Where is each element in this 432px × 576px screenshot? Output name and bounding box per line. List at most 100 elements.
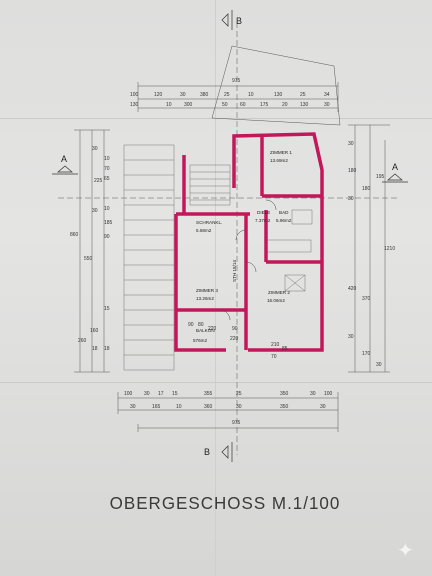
- room-area: 13.26m2: [196, 296, 214, 301]
- dim-top: 130: [130, 102, 139, 108]
- room-area: 7.37m2: [255, 218, 271, 223]
- dim-top: 50: [222, 102, 228, 108]
- room-area: 5.96m2: [276, 218, 292, 223]
- dim-left: 15: [104, 306, 110, 312]
- roof-hatch: [123, 144, 313, 371]
- dim-bottom: 30: [310, 391, 316, 397]
- room-area: 13.69m2: [270, 158, 288, 163]
- room-area: 5.68m2: [196, 228, 212, 233]
- room-name: BAD: [279, 210, 289, 215]
- dim-left: 10: [104, 156, 110, 162]
- room-name: ZIMMER 1: [270, 150, 292, 155]
- dim-top: 34: [324, 92, 330, 98]
- dim-top: 100: [130, 92, 139, 98]
- dim-left: 30: [92, 146, 98, 152]
- sparkle-icon: ✦: [397, 540, 414, 562]
- dim-door: 220: [208, 326, 217, 332]
- dim-left: 185: [104, 220, 113, 226]
- dim-left: 70: [104, 166, 110, 172]
- dim-top: 380: [200, 92, 209, 98]
- room-name: BALKON: [196, 328, 215, 333]
- dim-right: 30: [348, 334, 354, 340]
- dim-bottom: 17: [158, 391, 164, 397]
- dim-left: 860: [70, 232, 79, 238]
- dim-bottom: 355: [204, 391, 213, 397]
- dim-door: 90: [188, 322, 194, 328]
- dim-bottom: 30: [130, 404, 136, 410]
- dim-right: 420: [348, 286, 357, 292]
- door-swings: [219, 199, 277, 321]
- dim-top: 20: [282, 102, 288, 108]
- dim-bottom-overall: 975: [232, 420, 241, 426]
- dim-right: 30: [348, 196, 354, 202]
- section-marker-a-left: A: [61, 154, 67, 164]
- paper-crease: [215, 0, 216, 576]
- dim-left: 160: [90, 328, 99, 334]
- bottom-dimensions: 100 30 17 15 355 25 350 30 100 30 165 10…: [124, 391, 333, 426]
- dim-bottom: 100: [124, 391, 133, 397]
- dim-top: 130: [274, 92, 283, 98]
- dim-bottom: 350: [280, 391, 289, 397]
- dim-right: 30: [348, 141, 354, 147]
- dim-right: 170: [362, 351, 371, 357]
- dim-right: 1210: [384, 246, 395, 252]
- dim-top: 25: [300, 92, 306, 98]
- walls: [174, 132, 324, 352]
- dim-top: 175: [260, 102, 269, 108]
- dim-top: 25: [224, 92, 230, 98]
- dim-left: 260: [78, 338, 87, 344]
- dim-top-overall: 975: [232, 78, 241, 84]
- dim-door: 210: [271, 342, 280, 348]
- section-markers: A A B B: [52, 10, 408, 462]
- dim-left: 550: [84, 256, 93, 262]
- dim-left: 65: [104, 176, 110, 182]
- right-dimensions: 30 180 180 195 30 1210 420 370 30 170 30: [348, 141, 395, 368]
- dim-door: 85: [282, 346, 288, 352]
- dim-top: 120: [154, 92, 163, 98]
- dim-top: 130: [300, 102, 309, 108]
- room-area: 576m2: [193, 338, 207, 343]
- door-dimensions: 90 220 80 220 90 85 70 210: [188, 322, 288, 360]
- dim-left: 18: [92, 346, 98, 352]
- dim-right: 180: [348, 168, 357, 174]
- top-dimensions: 975 100 120 30 380 25 10 130 25 34 130 1…: [130, 78, 330, 108]
- dim-left: 225: [94, 178, 103, 184]
- section-marker-b-top: B: [236, 16, 242, 26]
- dim-left: 18: [104, 346, 110, 352]
- dim-bottom: 30: [236, 404, 242, 410]
- paper-crease: [0, 118, 432, 119]
- dim-left: 90: [104, 234, 110, 240]
- paper-crease: [0, 382, 432, 383]
- dim-top: 10: [166, 102, 172, 108]
- dim-bottom: 360: [204, 404, 213, 410]
- dim-door: 90: [232, 326, 238, 332]
- section-marker-b-bottom: B: [204, 447, 210, 457]
- room-labels: ZIMMER 1 13.69m2 DIELE 7.37m2 BAD 5.96m2…: [193, 150, 292, 343]
- dim-top: 30: [180, 92, 186, 98]
- room-name: ZIMMER 3: [196, 288, 218, 293]
- room-area: 16.06m2: [267, 298, 285, 303]
- dim-left: 10: [104, 206, 110, 212]
- section-marker-a-right: A: [392, 162, 398, 172]
- dim-top: 300: [184, 102, 193, 108]
- dim-bottom: 30: [144, 391, 150, 397]
- dim-right: 370: [362, 296, 371, 302]
- dim-right: 195: [376, 174, 385, 180]
- dim-bottom: 25: [236, 391, 242, 397]
- dim-right: 30: [376, 362, 382, 368]
- dim-bottom: 100: [324, 391, 333, 397]
- dim-bottom: 15: [172, 391, 178, 397]
- room-name: SCHRANKL.: [196, 220, 222, 225]
- dim-right: 180: [362, 186, 371, 192]
- dimension-lines: [58, 22, 400, 455]
- left-dimensions: 30 225 10 70 65 10 185 90 30 860 550 260…: [70, 146, 113, 352]
- dim-bottom: 30: [320, 404, 326, 410]
- dim-bottom: 10: [176, 404, 182, 410]
- dim-top: 30: [324, 102, 330, 108]
- plan-title: OBERGESCHOSS M.1/100: [109, 493, 341, 514]
- dim-door: 70: [271, 354, 277, 360]
- room-name: DIELE: [257, 210, 270, 215]
- dim-door: 220: [230, 336, 239, 342]
- dim-left: 30: [92, 208, 98, 214]
